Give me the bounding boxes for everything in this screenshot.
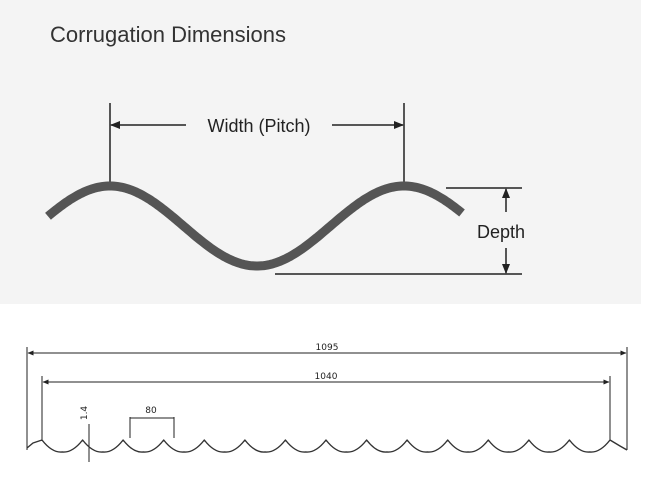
diagram-title: Corrugation Dimensions bbox=[50, 22, 286, 47]
pitch-label: Width (Pitch) bbox=[207, 116, 310, 136]
pitch-value-label: 80 bbox=[145, 406, 157, 416]
corrugation-wave bbox=[45, 181, 465, 271]
depth-label: Depth bbox=[477, 222, 525, 242]
profile-wave bbox=[26, 439, 628, 453]
overall-width-label: 1095 bbox=[316, 343, 339, 353]
corrugation-diagram-panel bbox=[0, 0, 641, 304]
cover-width-label: 1040 bbox=[315, 372, 338, 382]
thickness-value-label: 1.4 bbox=[80, 406, 90, 421]
